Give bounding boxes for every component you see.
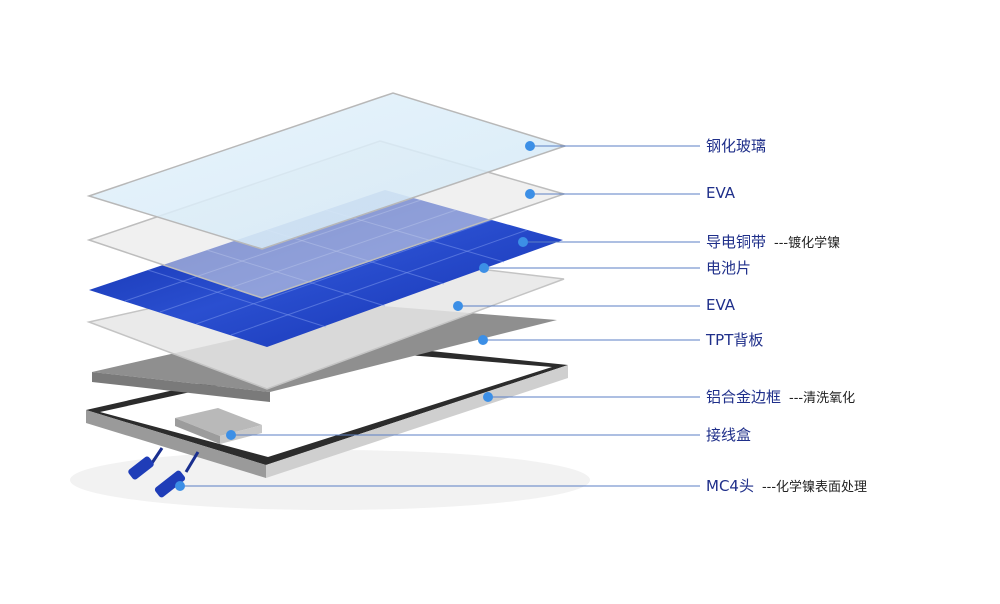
dot-cells	[479, 263, 489, 273]
dot-ribbon	[518, 237, 528, 247]
label-text: EVA	[706, 296, 736, 314]
label-text: EVA	[706, 184, 736, 202]
mc4-connectors	[128, 447, 200, 498]
label-tempered-glass: 钢化玻璃	[706, 135, 766, 156]
label-text: MC4头	[706, 477, 754, 495]
label-note: ---清洗氧化	[789, 391, 856, 406]
dot-junction-box	[226, 430, 236, 440]
dot-frame	[483, 392, 493, 402]
label-mc4: MC4头 ---化学镍表面处理	[706, 475, 867, 496]
dot-tempered-glass	[525, 141, 535, 151]
tpt-backsheet-edge	[92, 372, 270, 402]
label-tpt-backsheet: TPT背板	[706, 329, 763, 350]
ground-shadow	[70, 450, 590, 510]
label-text: TPT背板	[706, 331, 764, 349]
label-eva-top: EVA	[706, 183, 735, 202]
dot-tpt-backsheet	[478, 335, 488, 345]
anchor-dots	[175, 141, 535, 491]
label-text: 铝合金边框	[706, 388, 782, 406]
dot-eva-top	[525, 189, 535, 199]
label-note: ---化学镍表面处理	[761, 480, 868, 495]
label-text: 接线盒	[706, 426, 752, 444]
dot-mc4	[175, 481, 185, 491]
label-cells: 电池片	[706, 257, 751, 278]
label-text: 钢化玻璃	[706, 137, 767, 155]
label-eva-bottom: EVA	[706, 295, 735, 314]
leader-lines	[180, 145, 700, 487]
label-note: ---镀化学镍	[774, 236, 841, 251]
label-frame: 铝合金边框 ---清洗氧化	[706, 386, 855, 407]
label-text: 导电铜带	[706, 233, 767, 251]
dot-eva-bottom	[453, 301, 463, 311]
label-junction-box: 接线盒	[706, 424, 751, 445]
label-ribbon: 导电铜带 ---镀化学镍	[706, 231, 840, 252]
label-text: 电池片	[706, 259, 752, 277]
